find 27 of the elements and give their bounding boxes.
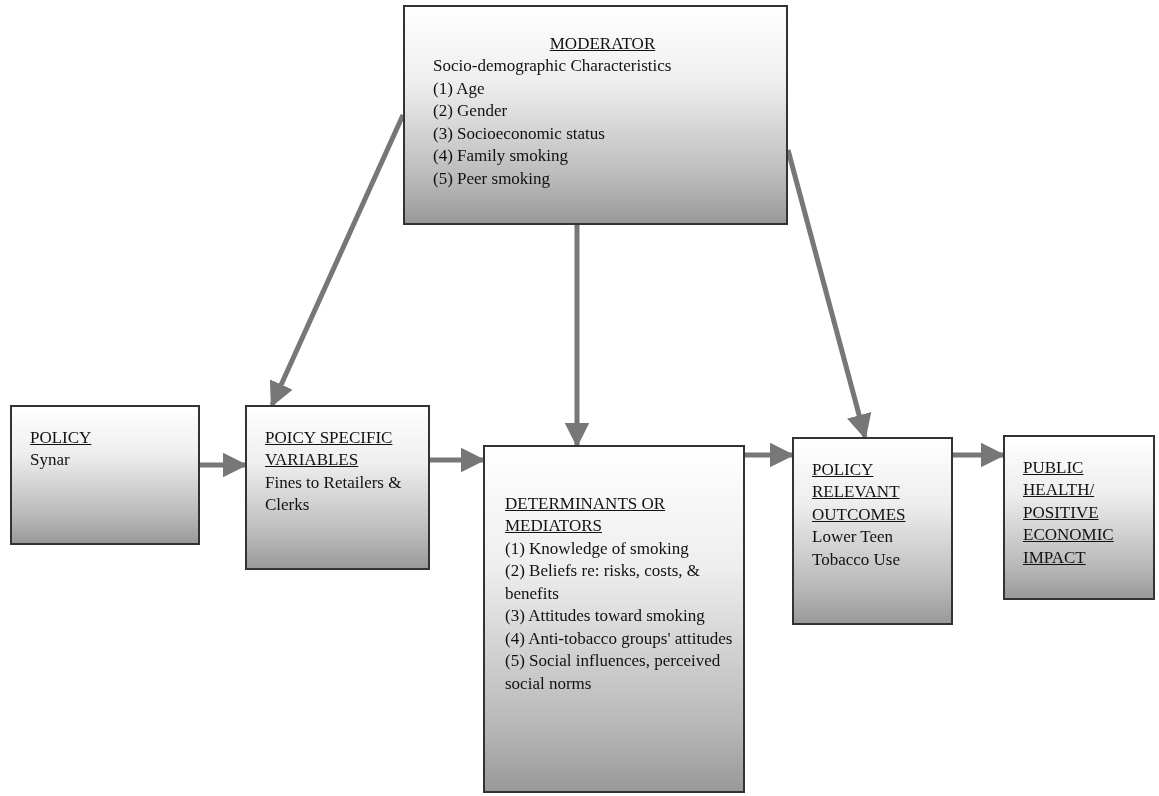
- box-text: (4) Family smoking: [433, 145, 570, 168]
- text-box: [792, 437, 953, 625]
- box-heading: POICY SPECIFIC VARIABLES: [265, 427, 394, 472]
- box-text: (4) Anti-tobacco groups' attitudes: [505, 627, 734, 650]
- box-text: (1) Age: [433, 77, 486, 100]
- text-box: [1003, 435, 1155, 600]
- box-text: Fines to Retailers & Clerks: [265, 471, 403, 517]
- box-text: Socio-demographic Characteristics: [433, 55, 673, 78]
- box-heading: PUBLIC HEALTH/ POSITIVE ECONOMIC IMPACT: [1023, 457, 1115, 569]
- box-text: (1) Knowledge of smoking: [505, 537, 690, 560]
- box-text: Lower Teen Tobacco Use: [812, 526, 902, 571]
- box-text: (2) Beliefs re: risks, costs, & benefits: [505, 560, 701, 605]
- box-text: (5) Social influences, perceived social norms: [505, 650, 722, 695]
- text-box: [403, 5, 788, 225]
- box-text: (5) Peer smoking: [433, 167, 552, 190]
- text-box: [245, 405, 430, 570]
- box-heading: POLICY: [30, 427, 93, 449]
- box-text: Synar: [30, 449, 71, 472]
- box-text: (3) Socioeconomic status: [433, 122, 606, 145]
- box-text: (2) Gender: [433, 100, 509, 123]
- text-box: [10, 405, 200, 545]
- text-box: [483, 445, 745, 793]
- box-heading: DETERMINANTS OR MEDIATORS: [505, 493, 667, 538]
- box-text: (3) Attitudes toward smoking: [505, 605, 706, 628]
- arrow: [564, 225, 590, 448]
- box-heading: MODERATOR: [548, 33, 657, 55]
- box-heading: POLICY RELEVANT OUTCOMES: [812, 459, 907, 526]
